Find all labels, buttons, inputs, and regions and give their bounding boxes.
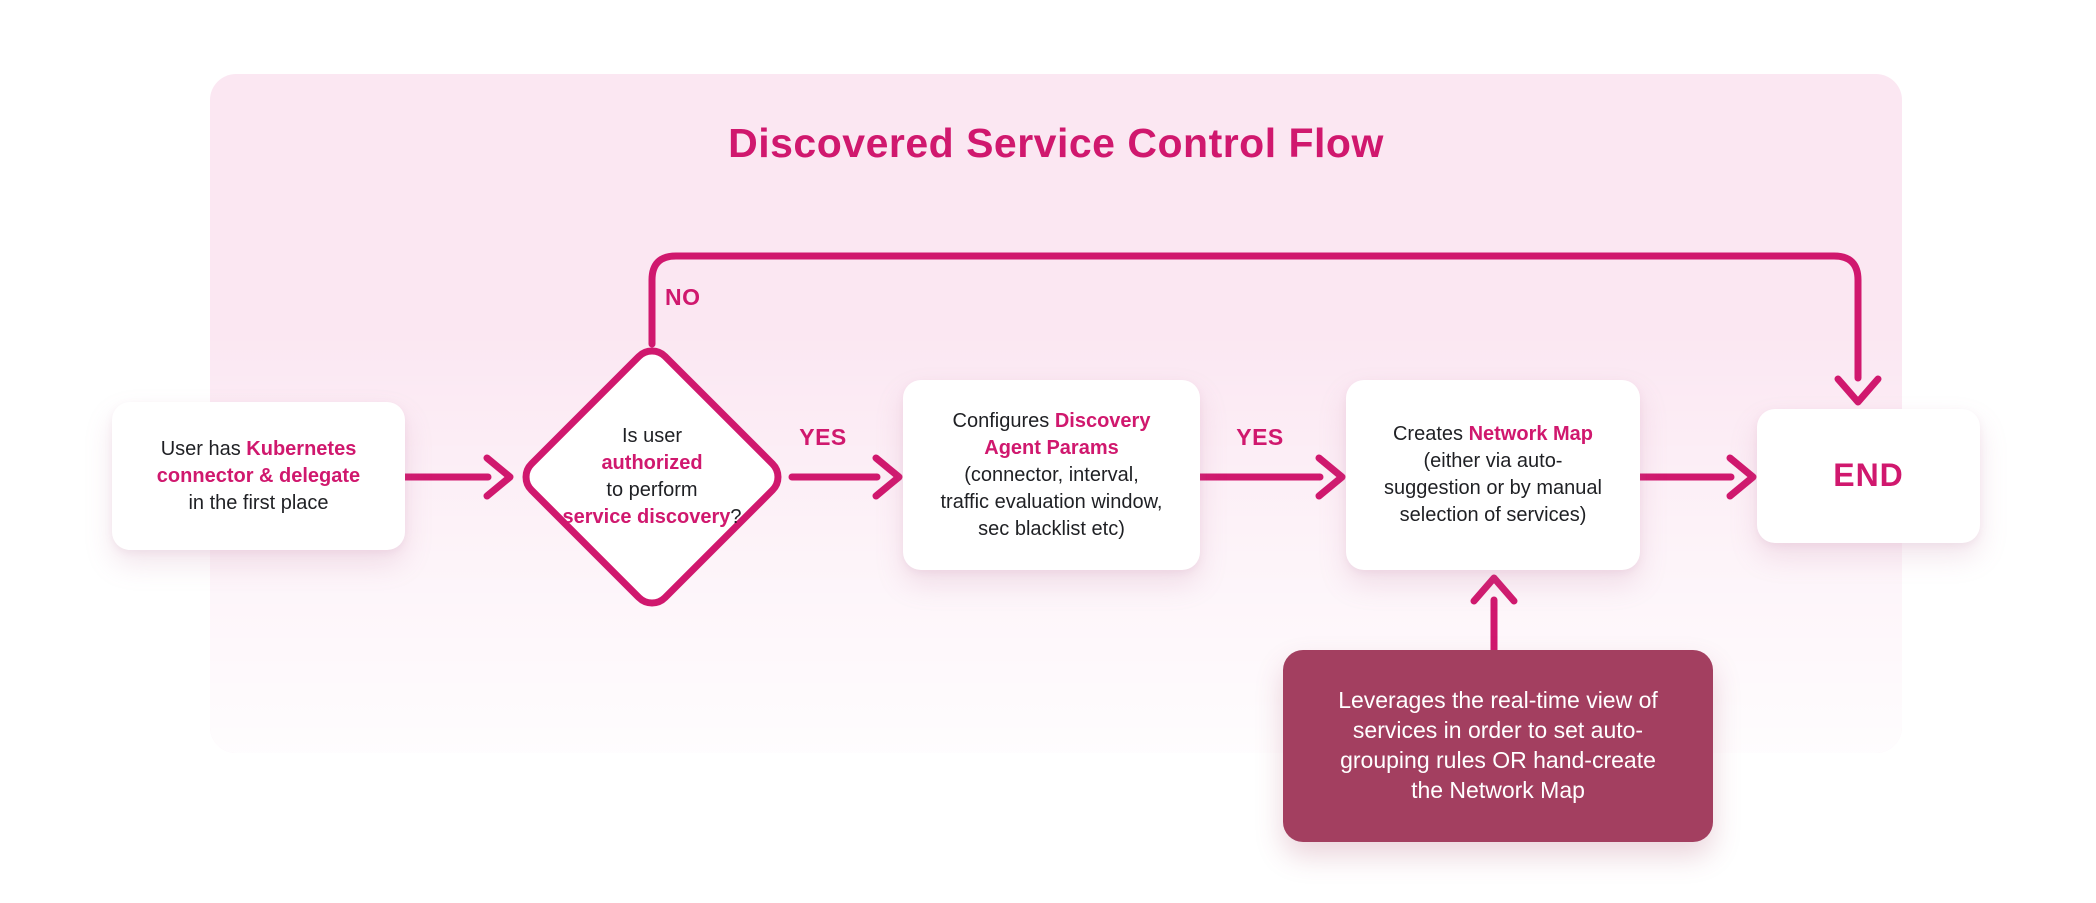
edge-label-yes-configure: YES (1236, 424, 1284, 450)
edge-label-yes-decision: YES (799, 424, 847, 450)
node-end: END (1757, 409, 1980, 543)
diagram-title: Discovered Service Control Flow (728, 120, 1384, 166)
edge-label-no: NO (665, 284, 701, 310)
node-create-network-map: Creates Network Map(either via auto-sugg… (1346, 380, 1640, 570)
